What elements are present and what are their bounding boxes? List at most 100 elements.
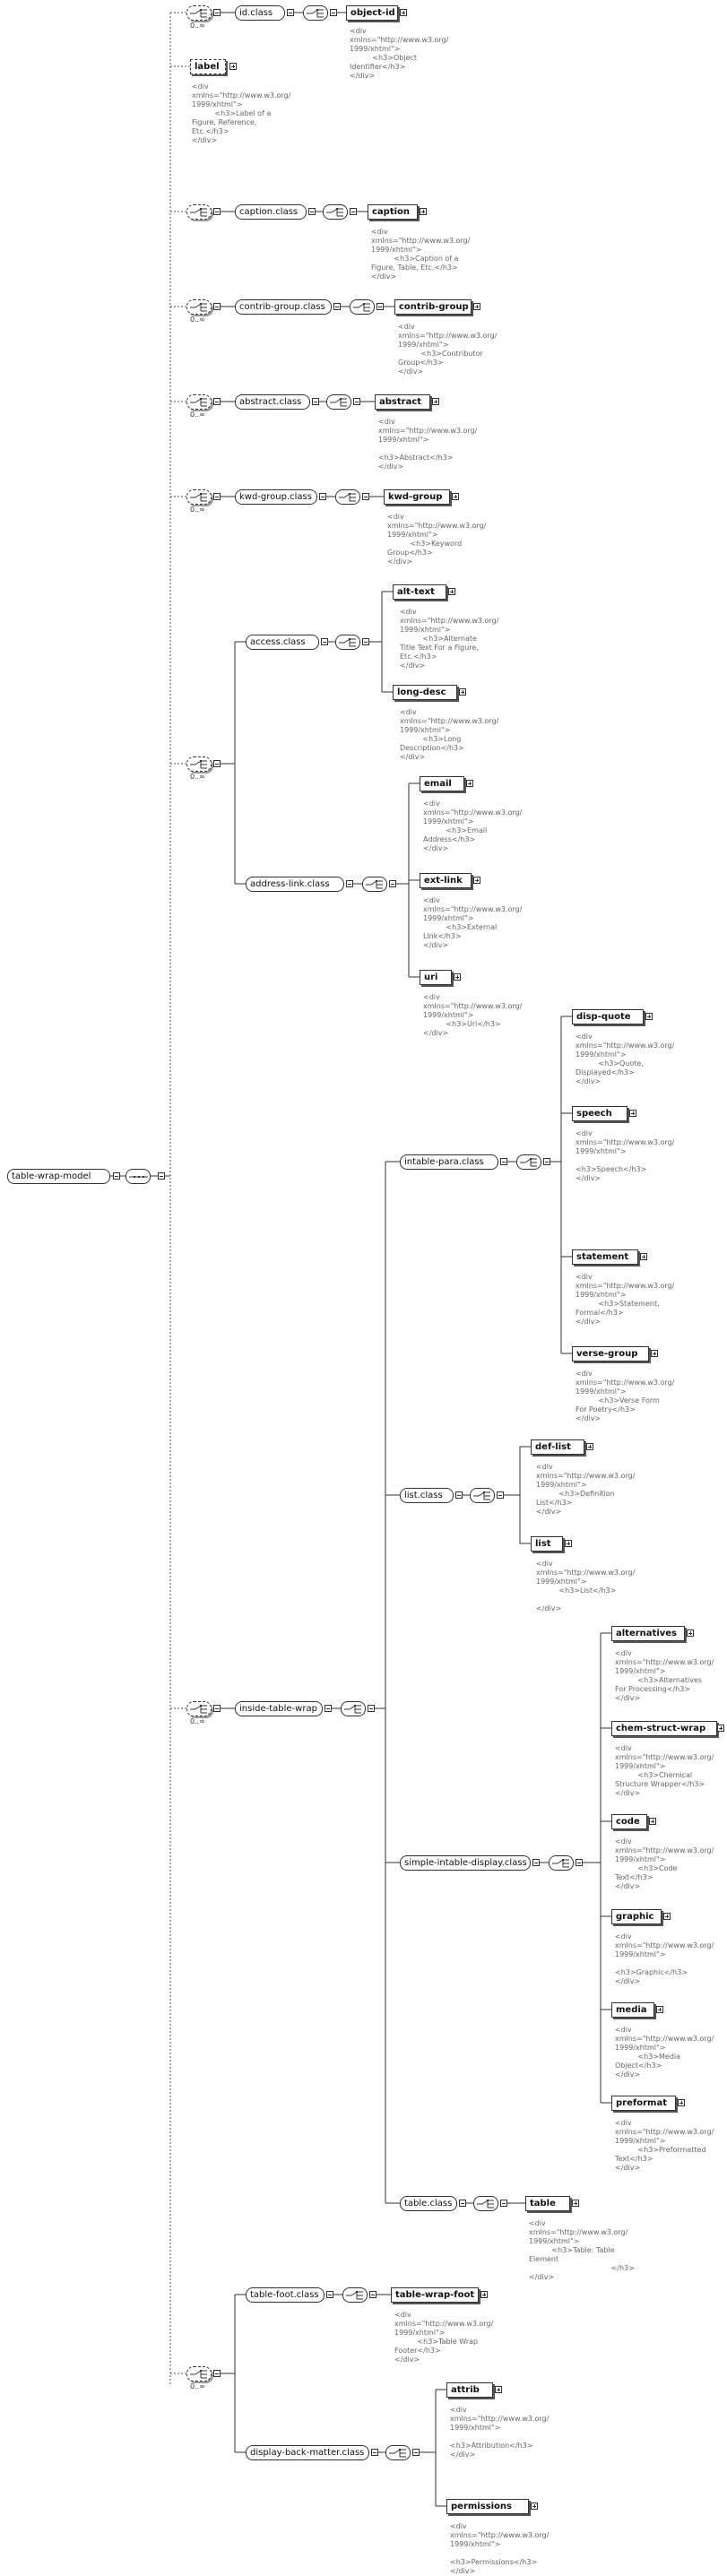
collapse-icon[interactable] [312,398,319,405]
node-inside-table-wrap[interactable]: inside-table-wrap [235,1701,323,1716]
node-permissions[interactable]: permissions [446,2499,529,2514]
node-abstract-class[interactable]: abstract.class [235,394,310,410]
node-long-desc[interactable]: long-desc [393,685,457,700]
choice-compositor-icon[interactable] [473,2196,498,2211]
expand-icon[interactable] [572,2200,579,2207]
node-id-class[interactable]: id.class [235,5,285,21]
collapse-icon[interactable] [459,2200,466,2207]
collapse-icon[interactable] [497,1491,504,1499]
node-simple-intable-display-class[interactable]: simple-intable-display.class [400,1855,531,1871]
collapse-icon[interactable] [319,493,326,500]
node-kwd-group[interactable]: kwd-group [384,489,450,505]
expand-icon[interactable] [432,398,439,405]
node-table-wrap-foot[interactable]: table-wrap-foot [391,2287,479,2303]
node-statement[interactable]: statement [572,1249,638,1265]
node-verse-group[interactable]: verse-group [572,1346,649,1361]
expand-icon[interactable] [473,303,480,310]
expand-icon[interactable] [229,63,237,70]
node-contrib-group[interactable]: contrib-group [394,299,472,315]
collapse-icon[interactable] [321,638,328,645]
node-preformat[interactable]: preformat [611,2096,676,2111]
node-address-link-class[interactable]: address-link.class [246,877,344,892]
optional-choice-compositor-icon[interactable] [186,1701,212,1716]
collapse-icon[interactable] [350,208,357,215]
choice-compositor-icon[interactable] [362,877,387,892]
collapse-icon[interactable] [368,1705,375,1712]
expand-icon[interactable] [663,1913,671,1920]
root-node-table-wrap-model[interactable]: table-wrap-model [7,1169,110,1184]
node-alt-text[interactable]: alt-text [393,584,446,600]
collapse-icon[interactable] [330,9,337,16]
collapse-icon[interactable] [346,880,353,887]
node-chem-struct-wrap[interactable]: chem-struct-wrap [611,1721,717,1736]
expand-icon[interactable] [531,2503,538,2510]
node-ext-link[interactable]: ext-link [420,873,472,888]
node-intable-para-class[interactable]: intable-para.class [400,1154,498,1170]
collapse-icon[interactable] [500,1158,507,1165]
node-graphic[interactable]: graphic [611,1909,662,1924]
collapse-icon[interactable] [213,493,221,500]
collapse-icon[interactable] [326,2291,333,2298]
node-abstract[interactable]: abstract [375,394,430,410]
node-caption-class[interactable]: caption.class [235,204,307,220]
expand-icon[interactable] [649,1818,656,1825]
expand-icon[interactable] [640,1253,647,1260]
node-code[interactable]: code [611,1814,647,1829]
node-media[interactable]: media [611,2002,654,2018]
collapse-icon[interactable] [353,398,360,405]
choice-compositor-icon[interactable] [335,489,360,505]
collapse-icon[interactable] [213,303,221,310]
node-table-class[interactable]: table.class [400,2196,457,2211]
expand-icon[interactable] [717,1725,724,1732]
node-def-list[interactable]: def-list [531,1439,584,1455]
collapse-icon[interactable] [376,303,384,310]
node-contrib-group-class[interactable]: contrib-group.class [235,299,332,315]
collapse-icon[interactable] [389,880,396,887]
choice-compositor-icon[interactable] [303,5,328,21]
sequence-collapse-icon[interactable] [158,1172,165,1180]
expand-icon[interactable] [495,2386,502,2393]
expand-icon[interactable] [400,9,407,16]
collapse-icon[interactable] [455,1491,463,1499]
node-attrib[interactable]: attrib [446,2382,493,2398]
collapse-icon[interactable] [213,2370,221,2377]
collapse-icon[interactable] [287,9,294,16]
collapse-icon[interactable] [576,1859,583,1866]
collapse-icon[interactable] [213,208,221,215]
expand-icon[interactable] [645,1013,653,1020]
node-disp-quote[interactable]: disp-quote [572,1009,644,1024]
optional-choice-compositor-icon[interactable] [186,756,212,772]
node-uri[interactable]: uri [420,970,452,985]
collapse-icon[interactable] [362,493,369,500]
expand-icon[interactable] [678,2099,685,2106]
optional-choice-compositor-icon[interactable] [186,299,212,315]
expand-icon[interactable] [480,2291,488,2298]
choice-compositor-icon[interactable] [335,635,360,650]
root-collapse-icon[interactable] [113,1172,120,1180]
optional-choice-compositor-icon[interactable] [186,204,212,220]
choice-compositor-icon[interactable] [341,1701,366,1716]
node-kwd-group-class[interactable]: kwd-group.class [235,489,317,505]
collapse-icon[interactable] [369,2291,376,2298]
optional-choice-compositor-icon[interactable] [186,394,212,410]
collapse-icon[interactable] [333,303,341,310]
node-label[interactable]: label [190,59,226,74]
choice-compositor-icon[interactable] [350,299,375,315]
node-table-foot-class[interactable]: table-foot.class [246,2287,325,2303]
expand-icon[interactable] [420,208,427,215]
collapse-icon[interactable] [543,1158,550,1165]
node-list-class[interactable]: list.class [400,1488,454,1503]
choice-compositor-icon[interactable] [323,204,348,220]
expand-icon[interactable] [651,1350,658,1357]
collapse-icon[interactable] [362,638,369,645]
expand-icon[interactable] [473,877,480,884]
collapse-icon[interactable] [213,9,221,16]
node-caption[interactable]: caption [368,204,418,220]
choice-compositor-icon[interactable] [549,1855,574,1871]
expand-icon[interactable] [629,1110,636,1117]
expand-icon[interactable] [565,1540,572,1547]
choice-compositor-icon[interactable] [342,2287,368,2303]
collapse-icon[interactable] [325,1705,332,1712]
choice-compositor-icon[interactable] [385,2445,411,2460]
node-email[interactable]: email [420,776,464,791]
